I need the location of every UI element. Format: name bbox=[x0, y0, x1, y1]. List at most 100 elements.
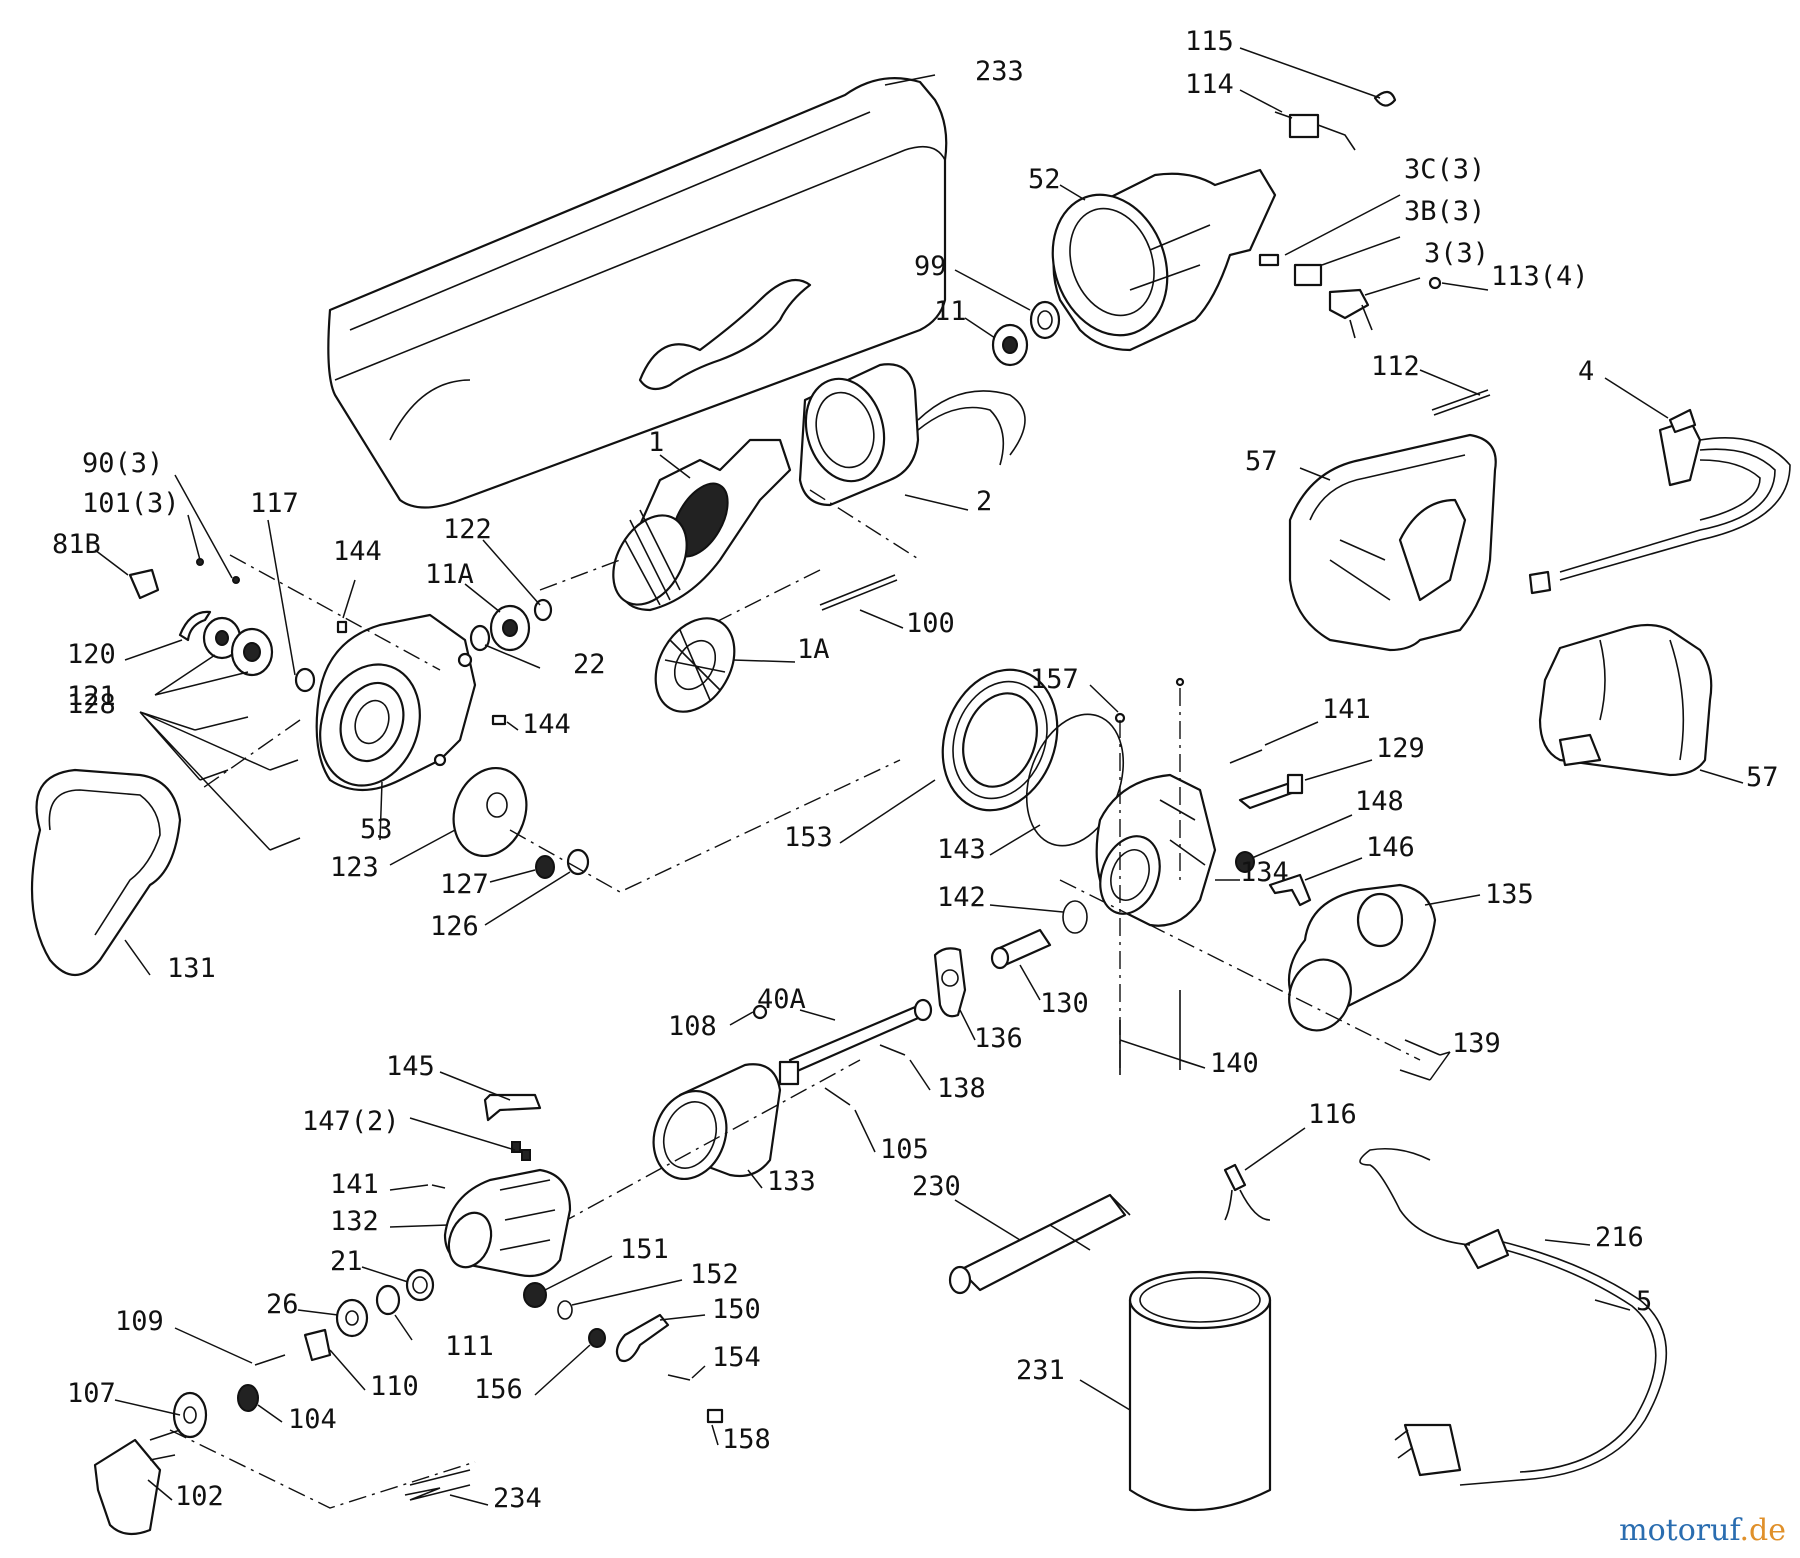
part-label-3C3-4: 3C(3) bbox=[1404, 154, 1485, 185]
power-cord bbox=[1359, 1147, 1668, 1486]
front-boot bbox=[30, 768, 182, 976]
armature bbox=[539, 438, 792, 612]
part-label-131-43: 131 bbox=[167, 953, 216, 984]
part-label-109-67: 109 bbox=[115, 1306, 164, 1337]
part-label-107-73: 107 bbox=[67, 1378, 116, 1409]
brush-parts bbox=[1239, 47, 1489, 339]
part-label-138-51: 138 bbox=[937, 1073, 986, 1104]
part-label-114-2: 114 bbox=[1185, 69, 1234, 100]
part-label-139-50: 139 bbox=[1452, 1028, 1501, 1059]
wobble-plate bbox=[933, 947, 976, 1041]
part-label-104-74: 104 bbox=[288, 1404, 337, 1435]
gear-housing bbox=[199, 554, 477, 841]
part-label-111-68: 111 bbox=[445, 1331, 494, 1362]
part-label-903-14: 90(3) bbox=[82, 448, 163, 479]
part-label-1134-7: 113(4) bbox=[1491, 261, 1589, 292]
part-label-135-38: 135 bbox=[1485, 879, 1534, 910]
switch bbox=[1559, 377, 1791, 581]
bearing-ring bbox=[839, 668, 1125, 856]
clamp-housing bbox=[529, 1059, 861, 1241]
part-label-57-13: 57 bbox=[1245, 446, 1278, 477]
part-label-136-48: 136 bbox=[974, 1023, 1023, 1054]
part-label-158-75: 158 bbox=[722, 1424, 771, 1455]
counterweight bbox=[389, 766, 528, 866]
part-label-3B3-5: 3B(3) bbox=[1404, 196, 1485, 227]
part-label-230-59: 230 bbox=[912, 1171, 961, 1202]
blade bbox=[404, 1469, 489, 1506]
part-label-132-58: 132 bbox=[330, 1206, 379, 1237]
part-label-143-34: 143 bbox=[937, 834, 986, 865]
part-label-144-30: 144 bbox=[522, 709, 571, 740]
screws-139-140 bbox=[1119, 990, 1451, 1081]
grease-tube bbox=[948, 1193, 1131, 1295]
watermark-brand: motoruf bbox=[1619, 1513, 1740, 1548]
part-label-102-76: 102 bbox=[175, 1481, 224, 1512]
part-label-157-27: 157 bbox=[1030, 664, 1079, 695]
part-label-151-62: 151 bbox=[620, 1234, 669, 1265]
part-label-1013-15: 101(3) bbox=[82, 488, 180, 519]
part-label-117-16: 117 bbox=[250, 488, 299, 519]
part-label-120-25: 120 bbox=[67, 639, 116, 670]
part-label-153-33: 153 bbox=[784, 822, 833, 853]
part-label-100-22: 100 bbox=[906, 608, 955, 639]
part-label-152-63: 152 bbox=[690, 1259, 739, 1290]
part-label-105-55: 105 bbox=[880, 1134, 929, 1165]
part-label-33-6: 3(3) bbox=[1424, 238, 1489, 269]
part-label-130-44: 130 bbox=[1040, 988, 1089, 1019]
field-stator bbox=[679, 363, 1026, 641]
part-label-22-23: 22 bbox=[573, 649, 606, 680]
screws-128 bbox=[139, 711, 301, 851]
lever-parts bbox=[523, 1255, 724, 1446]
part-label-128-29: 128 bbox=[67, 689, 116, 720]
handle-housing bbox=[1288, 369, 1744, 784]
part-label-133-56: 133 bbox=[767, 1166, 816, 1197]
part-label-127-40: 127 bbox=[440, 869, 489, 900]
bearings-upper bbox=[954, 269, 1061, 367]
part-label-145-52: 145 bbox=[386, 1051, 435, 1082]
needle-bearings bbox=[484, 759, 901, 926]
part-label-21-61: 21 bbox=[330, 1246, 363, 1277]
part-label-110-71: 110 bbox=[370, 1371, 419, 1402]
wire-connector bbox=[1223, 1127, 1306, 1221]
gear-case bbox=[1089, 677, 1240, 1070]
part-label-141-57: 141 bbox=[330, 1169, 379, 1200]
blade-clamp-assembly bbox=[93, 1071, 572, 1536]
gear-case-small-parts bbox=[1229, 721, 1373, 907]
part-label-40A-46: 40A bbox=[757, 984, 806, 1015]
part-label-11A-21: 11A bbox=[425, 559, 474, 590]
part-label-234-77: 234 bbox=[493, 1483, 542, 1514]
part-label-216-60: 216 bbox=[1595, 1222, 1644, 1253]
oring-sleeve bbox=[989, 900, 1088, 1001]
spring-screw bbox=[819, 574, 904, 629]
part-label-53-35: 53 bbox=[360, 814, 393, 845]
part-label-2-20: 2 bbox=[976, 486, 992, 517]
part-label-1472-53: 147(2) bbox=[302, 1106, 400, 1137]
part-label-115-1: 115 bbox=[1185, 26, 1234, 57]
part-label-150-64: 150 bbox=[712, 1294, 761, 1325]
part-label-116-54: 116 bbox=[1308, 1099, 1357, 1130]
fan bbox=[654, 617, 796, 713]
part-label-233-0: 233 bbox=[975, 56, 1024, 87]
part-label-5-66: 5 bbox=[1636, 1286, 1652, 1317]
part-label-112-10: 112 bbox=[1371, 351, 1420, 382]
watermark: motoruf.de bbox=[1619, 1513, 1786, 1548]
part-label-81B-18: 81B bbox=[52, 529, 101, 560]
part-label-154-69: 154 bbox=[712, 1342, 761, 1373]
part-label-1A-24: 1A bbox=[797, 634, 830, 665]
part-label-99-8: 99 bbox=[914, 251, 947, 282]
part-label-122-17: 122 bbox=[443, 514, 492, 545]
part-label-144-19: 144 bbox=[333, 536, 382, 567]
part-label-141-28: 141 bbox=[1322, 694, 1371, 725]
part-label-57-45: 57 bbox=[1746, 762, 1779, 793]
part-label-126-42: 126 bbox=[430, 911, 479, 942]
part-label-129-31: 129 bbox=[1376, 733, 1425, 764]
part-label-123-36: 123 bbox=[330, 852, 379, 883]
grease-can bbox=[1079, 1270, 1272, 1511]
part-label-156-72: 156 bbox=[474, 1374, 523, 1405]
plunger-shaft bbox=[729, 998, 933, 1153]
part-label-140-49: 140 bbox=[1210, 1048, 1259, 1079]
part-label-1-12: 1 bbox=[648, 427, 664, 458]
part-label-142-41: 142 bbox=[937, 882, 986, 913]
